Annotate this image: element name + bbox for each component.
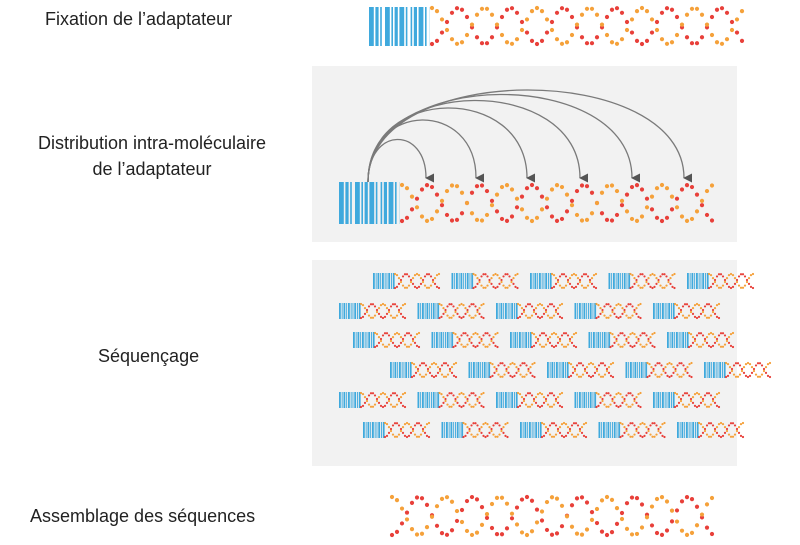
adapter-jump-arrow	[367, 89, 693, 183]
sequence-read	[574, 391, 642, 409]
adapter-jump-arrow	[367, 99, 589, 183]
step-label-line-2: de l’adaptateur	[92, 159, 212, 179]
adapter-jump-arrows	[367, 89, 693, 183]
sequence-read	[417, 302, 485, 320]
sequence-read	[588, 331, 656, 349]
sequence-read	[547, 361, 615, 379]
sequence-read	[574, 302, 642, 320]
step-label-assembly: Assemblage des séquences	[30, 506, 256, 526]
sequence-read	[677, 421, 745, 439]
barcode-adapter	[339, 182, 400, 224]
sequence-read	[417, 391, 485, 409]
sequence-read	[363, 421, 431, 439]
step-label-intramolecular-distribution: Distribution intra-moléculaire de l’adap…	[16, 130, 288, 182]
sequence-read	[530, 272, 598, 290]
sequence-read	[431, 331, 499, 349]
adapter-jump-arrow	[367, 93, 641, 183]
adapter-jump-arrow	[367, 119, 485, 183]
sequence-read	[441, 421, 509, 439]
sequence-read	[653, 391, 721, 409]
sequence-read	[687, 272, 755, 290]
barcode-adapter	[369, 7, 430, 46]
sequence-read	[510, 331, 578, 349]
sequence-read	[608, 272, 676, 290]
adapter-jump-arrow	[367, 107, 536, 183]
dna-helix	[429, 5, 745, 47]
sequence-read	[625, 361, 693, 379]
sequence-read	[667, 331, 735, 349]
sequence-read	[496, 391, 564, 409]
step-label-adapter-fixation: Fixation de l’adaptateur	[45, 9, 233, 29]
sequence-read	[353, 331, 421, 349]
dna-helix	[389, 494, 715, 538]
sequencing-reads	[339, 272, 772, 439]
adapter-distribution-strand	[339, 182, 715, 224]
step-label-sequencing: Séquençage	[98, 346, 200, 366]
sequence-read	[339, 302, 407, 320]
sequence-read	[451, 272, 519, 290]
adapter-fixation-strand	[369, 5, 745, 47]
sequence-read	[373, 272, 441, 290]
sequence-read	[339, 391, 407, 409]
sequence-read	[468, 361, 536, 379]
step-label-line-1: Distribution intra-moléculaire	[37, 133, 267, 153]
sequence-read	[653, 302, 721, 320]
sequence-read	[390, 361, 458, 379]
sequence-read	[704, 361, 772, 379]
sequence-read	[496, 302, 564, 320]
sequence-read	[598, 421, 666, 439]
dna-helix	[399, 182, 715, 224]
sequence-read	[520, 421, 588, 439]
assembled-sequence-strand	[389, 494, 715, 538]
